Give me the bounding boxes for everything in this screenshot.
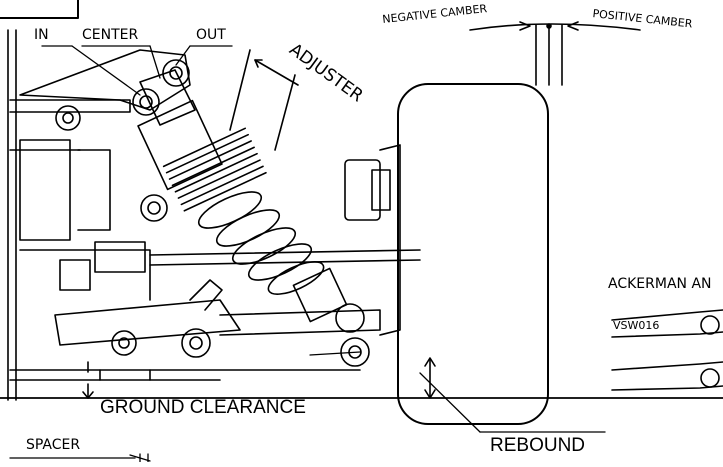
- chassis-frame: [7, 29, 151, 401]
- title-box: [0, 0, 79, 19]
- camber-indicator: [469, 21, 641, 86]
- part-code-label: VSW016: [613, 319, 660, 332]
- ackerman-arms: [611, 309, 723, 391]
- lower-arm: [9, 279, 381, 381]
- spacer-label: SPACER: [26, 437, 81, 453]
- adjuster-dimension: [229, 49, 299, 151]
- ackerman-label: ACKERMAN AN: [608, 276, 712, 292]
- rebound-label: REBOUND: [490, 435, 586, 456]
- upper-mount: [19, 49, 191, 131]
- leader-lines: [9, 45, 606, 463]
- shock-absorber: [137, 69, 365, 333]
- out-label: OUT: [196, 27, 226, 43]
- ground-clearance-arrow: [82, 361, 94, 399]
- in-label: IN: [34, 27, 49, 43]
- upright: [149, 144, 421, 336]
- spring: [197, 191, 325, 295]
- center-label: CENTER: [82, 27, 139, 43]
- ground-clearance-label: GROUND CLEARANCE: [100, 397, 306, 418]
